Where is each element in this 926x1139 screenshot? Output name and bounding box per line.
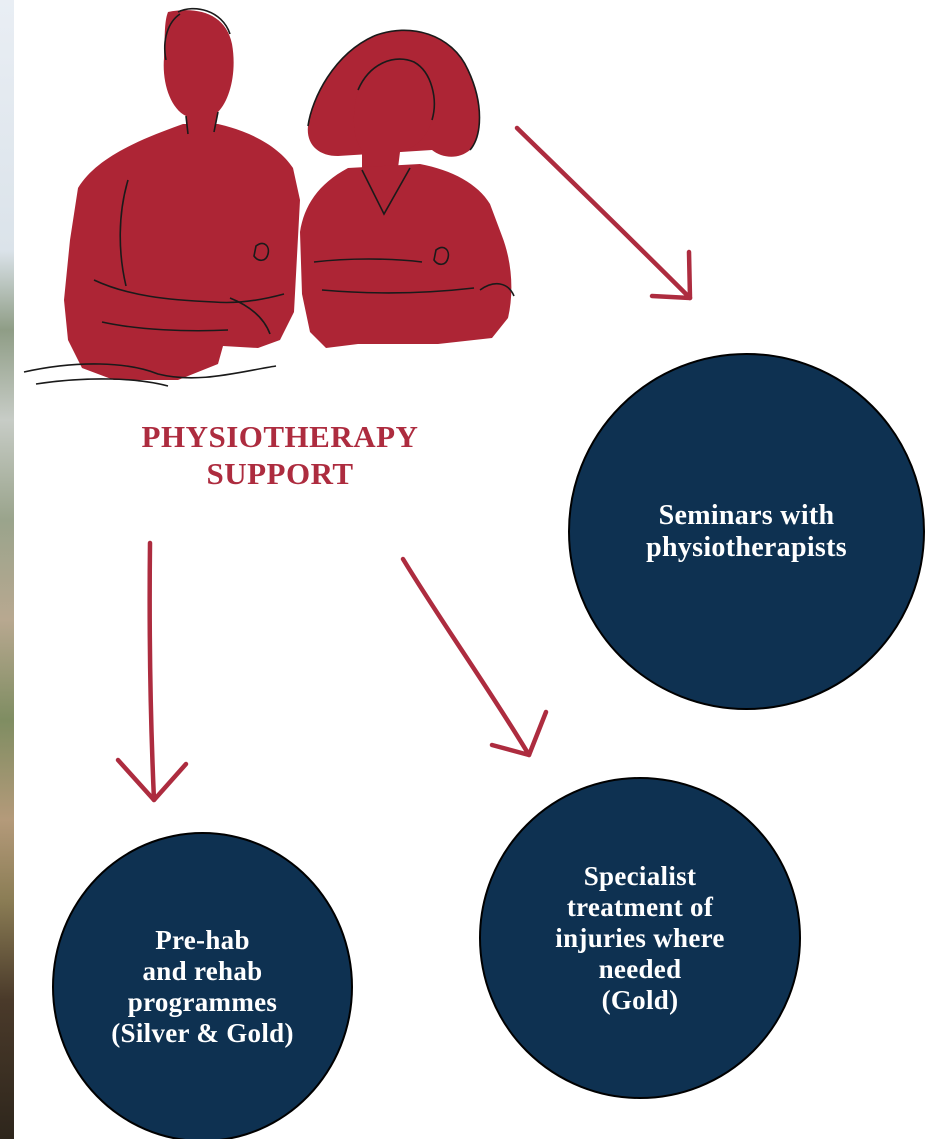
male-head xyxy=(163,10,234,134)
page-title: PHYSIOTHERAPY SUPPORT xyxy=(100,418,460,492)
title-line-2: SUPPORT xyxy=(206,456,354,491)
seminars-bubble: Seminars with physiotherapists xyxy=(568,353,925,710)
male-body xyxy=(64,124,300,380)
prehab-rehab-bubble: Pre-hab and rehab programmes (Silver & G… xyxy=(52,832,353,1139)
arrow-to-specialist xyxy=(400,556,549,758)
arrow-to-seminars xyxy=(514,125,693,301)
title-line-1: PHYSIOTHERAPY xyxy=(141,419,419,454)
specialist-treatment-bubble: Specialist treatment of injuries where n… xyxy=(479,777,801,1099)
female-body xyxy=(300,164,512,348)
physiotherapists-illustration xyxy=(23,7,515,387)
background-photo-strip xyxy=(0,0,14,1139)
specialist-treatment-text: Specialist treatment of injuries where n… xyxy=(555,860,725,1015)
prehab-rehab-text: Pre-hab and rehab programmes (Silver & G… xyxy=(111,925,294,1048)
arrow-to-prehab xyxy=(115,540,189,803)
female-face xyxy=(353,59,435,170)
seminars-text: Seminars with physiotherapists xyxy=(646,499,847,563)
